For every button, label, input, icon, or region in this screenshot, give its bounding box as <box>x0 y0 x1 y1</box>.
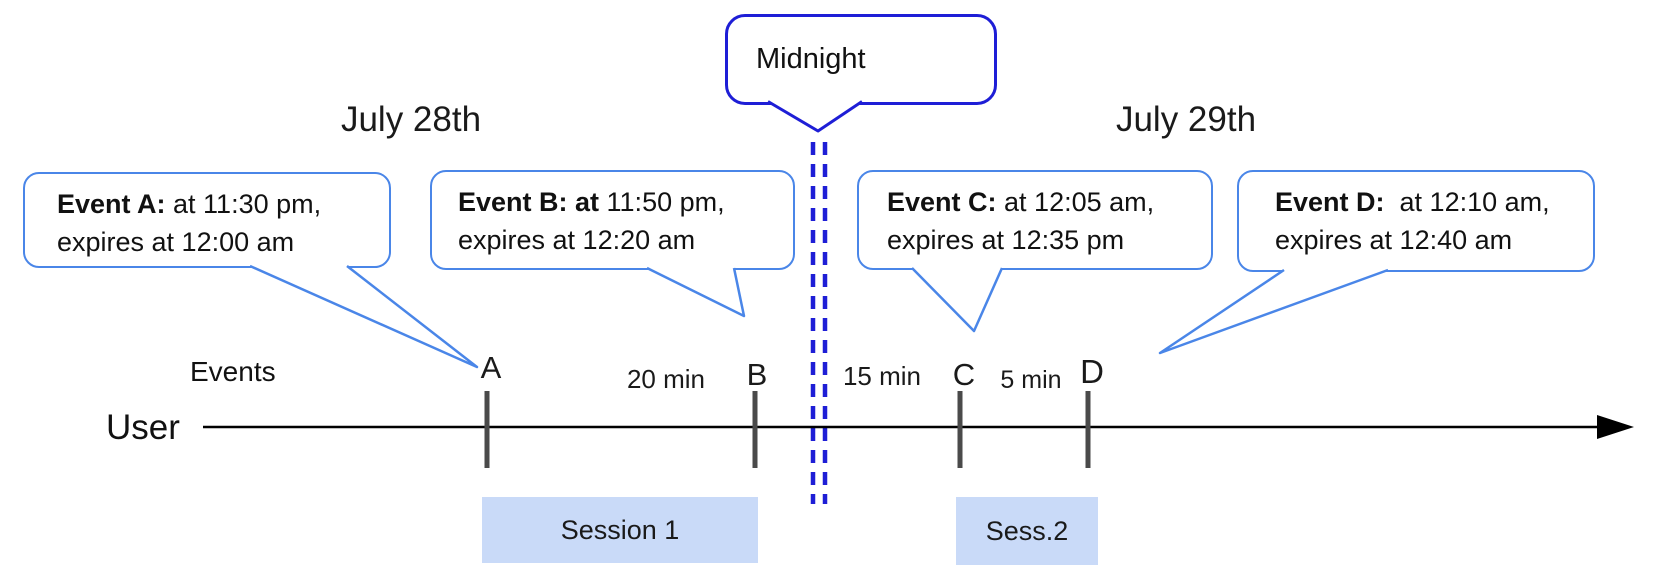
midnight-tail-pointer <box>767 100 863 133</box>
event-b-line2: expires at 12:20 am <box>458 225 696 255</box>
event-a-line2: expires at 12:00 am <box>57 227 295 257</box>
date-label-july-29: July 29th <box>1115 100 1257 139</box>
event-b-time: 11:50 pm, <box>599 187 725 217</box>
tick-label-c: C <box>952 357 976 392</box>
event-d-callout: Event D: at 12:10 am, expires at 12:40 a… <box>1237 170 1595 272</box>
gap-label-20min: 20 min <box>626 364 706 394</box>
event-d-title: Event D: <box>1275 187 1385 217</box>
date-label-july-28: July 28th <box>340 100 482 139</box>
event-b-line1: Event B: at 11:50 pm, <box>458 183 783 221</box>
midnight-callout: Midnight <box>725 14 997 105</box>
timeline-arrowhead-icon <box>1597 415 1634 439</box>
session-2-box: Sess.2 <box>956 497 1098 565</box>
event-c-callout: Event C: at 12:05 am, expires at 12:35 p… <box>857 170 1213 270</box>
event-d-line2: expires at 12:40 am <box>1275 225 1513 255</box>
event-b-title: Event B: at <box>458 187 600 217</box>
event-a-title: Event A: <box>57 189 166 219</box>
session-2-label: Sess.2 <box>985 515 1069 546</box>
event-d-line1: Event D: at 12:10 am, <box>1275 183 1583 221</box>
tick-label-b: B <box>746 357 768 392</box>
event-c-line1: Event C: at 12:05 am, <box>887 183 1201 221</box>
event-c-time: at 12:05 am, <box>996 187 1155 217</box>
event-a-callout: Event A: at 11:30 pm, expires at 12:00 a… <box>23 172 391 268</box>
gap-label-5min: 5 min <box>1000 366 1062 394</box>
event-d-tail-pointer <box>1158 268 1389 355</box>
user-row-label: User <box>106 408 180 447</box>
event-c-tail-pointer <box>911 267 1004 333</box>
midnight-label: Midnight <box>756 43 866 75</box>
event-b-tail-pointer <box>646 266 746 318</box>
event-c-line2: expires at 12:35 pm <box>887 225 1125 255</box>
event-a-time: at 11:30 pm, <box>165 189 322 219</box>
events-axis-label: Events <box>190 356 276 387</box>
session-1-box: Session 1 <box>482 497 758 563</box>
gap-label-15min: 15 min <box>842 361 922 391</box>
event-b-callout: Event B: at 11:50 pm, expires at 12:20 a… <box>430 170 795 270</box>
event-a-tail-pointer <box>249 264 479 369</box>
session-1-label: Session 1 <box>560 514 680 545</box>
event-d-time: at 12:10 am, <box>1384 187 1550 217</box>
event-a-line1: Event A: at 11:30 pm, <box>57 185 379 223</box>
tick-label-d: D <box>1080 353 1104 390</box>
tick-label-a: A <box>480 350 502 385</box>
event-c-title: Event C: <box>887 187 997 217</box>
